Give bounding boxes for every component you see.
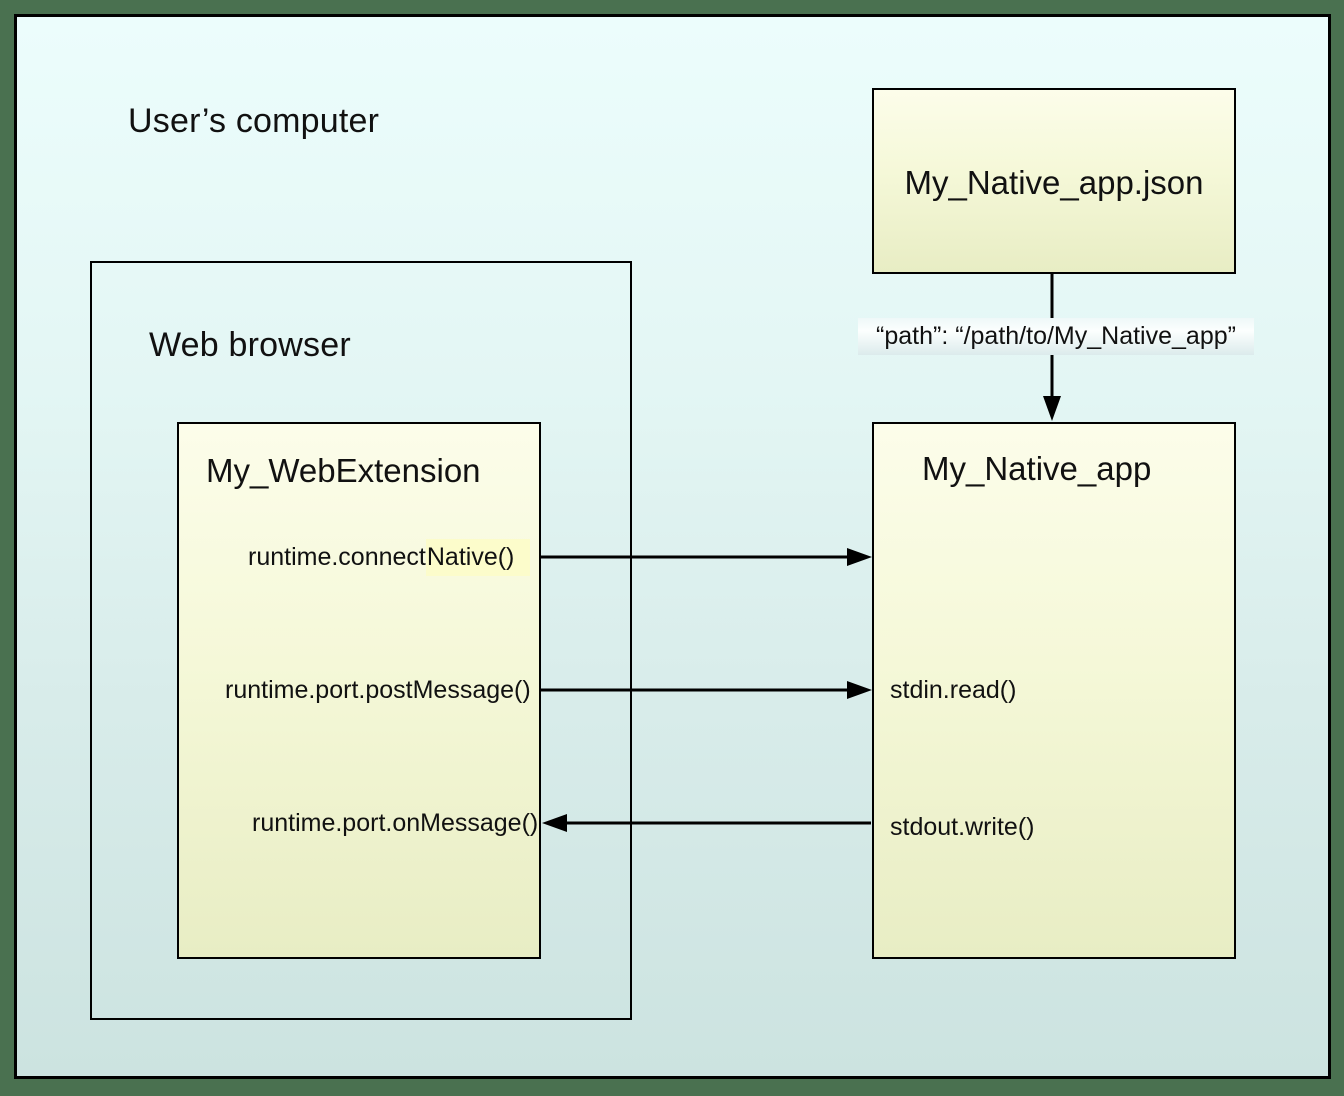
native-app-box <box>872 422 1236 959</box>
web-browser-label: Web browser <box>149 326 351 364</box>
webextension-title: My_WebExtension <box>206 452 481 489</box>
native-app-json-box <box>872 88 1236 274</box>
native-app-title: My_Native_app <box>922 450 1152 487</box>
post-message-label: runtime.port.postMessage() <box>225 676 531 704</box>
web-browser-box <box>90 261 632 1020</box>
stdin-read-label: stdin.read() <box>890 676 1017 704</box>
native-app-json-title: My_Native_app.json <box>904 164 1204 201</box>
connect-native-prefix: runtime.connect <box>248 543 426 571</box>
connect-native-label: runtime.connectNative() <box>248 539 531 576</box>
path-annotation: “path”: “/path/to/My_Native_app” <box>858 318 1254 355</box>
stdout-write-label: stdout.write() <box>890 813 1035 841</box>
webextension-box <box>177 422 541 959</box>
connect-native-highlight: Native() <box>425 539 531 576</box>
users-computer-label: User’s computer <box>128 102 380 140</box>
on-message-label: runtime.port.onMessage() <box>252 809 539 837</box>
